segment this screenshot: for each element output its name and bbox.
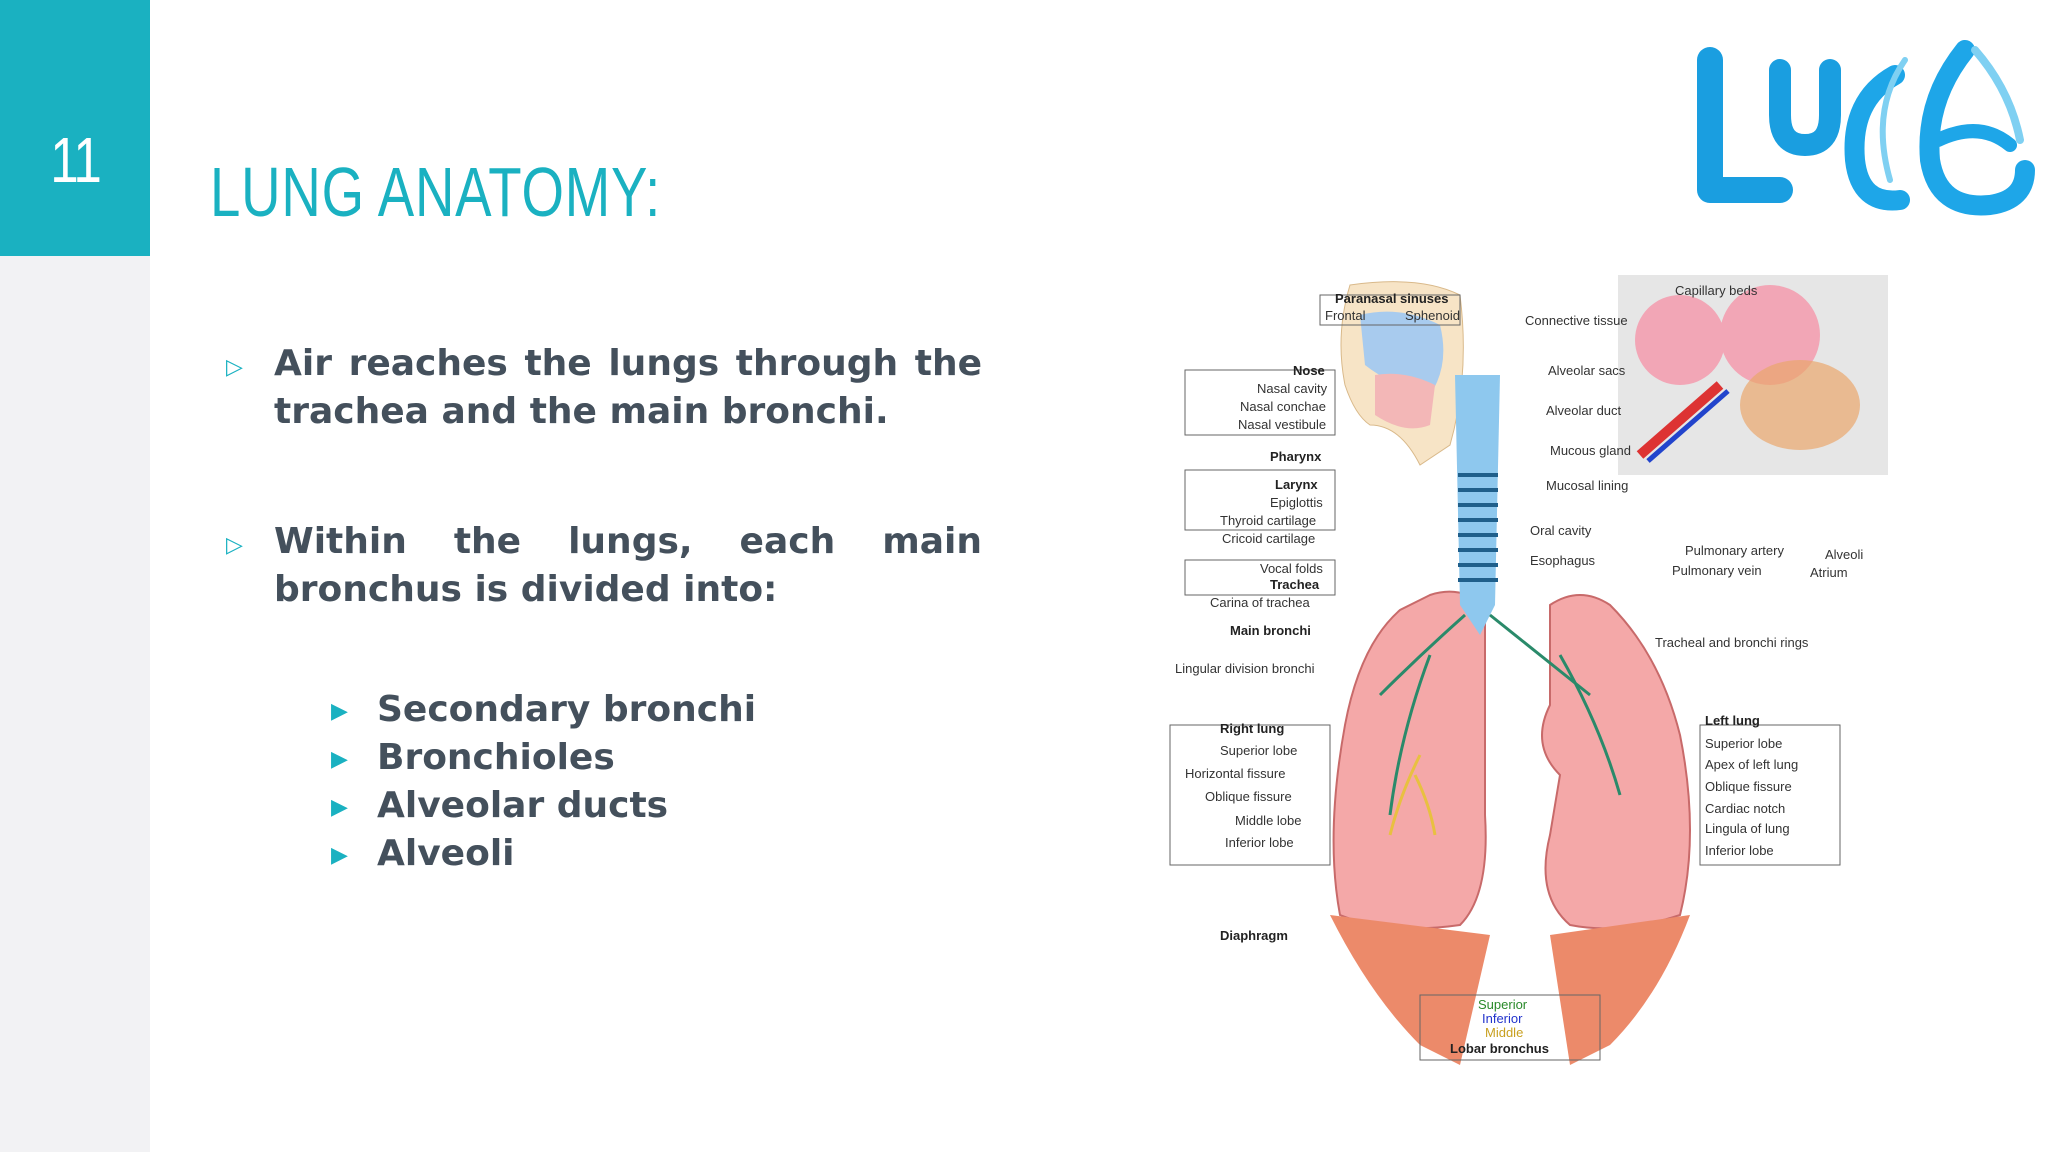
- respiratory-system-diagram: Paranasal sinuses Frontal Sphenoid Nose …: [1169, 275, 1888, 1065]
- alveolar-sac-right: [1720, 285, 1820, 385]
- sub-bullet-item: ▶ Alveoli: [327, 830, 982, 878]
- label-l-superior: Superior lobe: [1705, 736, 1782, 751]
- label-r-superior: Superior lobe: [1220, 743, 1297, 758]
- label-capillary: Capillary beds: [1675, 283, 1758, 298]
- sub-bullet-item: ▶ Alveolar ducts: [327, 782, 982, 830]
- label-nasal-conchae: Nasal conchae: [1240, 399, 1326, 414]
- bullet-text: Air reaches the lungs through the trache…: [274, 343, 982, 432]
- label-nasal-cavity: Nasal cavity: [1257, 381, 1328, 396]
- label-tracheal-rings: Tracheal and bronchi rings: [1655, 635, 1809, 650]
- sub-bullet-text: Alveolar ducts: [377, 785, 669, 826]
- label-lingular: Lingular division bronchi: [1175, 661, 1315, 676]
- label-nasal-vestibule: Nasal vestibule: [1238, 417, 1326, 432]
- label-lingula: Lingula of lung: [1705, 821, 1790, 836]
- sub-bullet-item: ▶ Secondary bronchi: [327, 686, 982, 734]
- label-mucous-gland: Mucous gland: [1550, 443, 1631, 458]
- bullet-item: ▷ Air reaches the lungs through the trac…: [222, 340, 982, 436]
- label-horizontal: Horizontal fissure: [1185, 766, 1285, 781]
- label-frontal: Frontal: [1325, 308, 1366, 323]
- diaphragm-left-shape: [1550, 915, 1690, 1065]
- oral-cavity-shape: [1375, 373, 1435, 429]
- pulmonary-vein-shape: [1646, 389, 1730, 463]
- slide-number-box: 11: [0, 0, 150, 256]
- label-l-inferior: Inferior lobe: [1705, 843, 1774, 858]
- sub-bullet-text: Secondary bronchi: [377, 689, 757, 730]
- label-sphenoid: Sphenoid: [1405, 308, 1460, 323]
- diaphragm-right-shape: [1330, 915, 1490, 1065]
- filled-triangle-icon: ▶: [331, 699, 348, 724]
- label-atrium: Atrium: [1810, 565, 1848, 580]
- label-vocal: Vocal folds: [1260, 561, 1323, 576]
- trachea-rings: [1458, 473, 1498, 582]
- left-lung-shape: [1541, 594, 1691, 930]
- label-r-inferior: Inferior lobe: [1225, 835, 1294, 850]
- label-mucosal-lining: Mucosal lining: [1546, 478, 1628, 493]
- label-left-lung: Left lung: [1705, 713, 1760, 728]
- slide-number: 11: [50, 124, 102, 196]
- filled-triangle-icon: ▶: [331, 843, 348, 868]
- sub-bullet-item: ▶ Bronchioles: [327, 734, 982, 782]
- label-middle: Middle lobe: [1235, 813, 1302, 828]
- label-pulm-artery: Pulmonary artery: [1685, 543, 1784, 558]
- label-right-lung: Right lung: [1220, 721, 1284, 736]
- label-main-bronchi: Main bronchi: [1230, 623, 1311, 638]
- nasal-cavity-shape: [1360, 311, 1444, 395]
- label-lobar-inferior: Inferior: [1482, 1011, 1523, 1026]
- label-alveolar-sacs: Alveolar sacs: [1548, 363, 1626, 378]
- label-cricoid: Cricoid cartilage: [1222, 531, 1315, 546]
- filled-triangle-icon: ▶: [331, 747, 348, 772]
- bronchial-yellow-branches: [1388, 754, 1437, 836]
- label-cardiac-notch: Cardiac notch: [1705, 801, 1785, 816]
- bullet-text: Within the lungs, each main bronchus is …: [274, 521, 982, 610]
- label-alveolar-duct: Alveolar duct: [1546, 403, 1622, 418]
- alveolar-sac-left: [1635, 295, 1725, 385]
- label-epiglottis: Epiglottis: [1270, 495, 1323, 510]
- label-lobar-superior: Superior: [1478, 997, 1528, 1012]
- label-trachea: Trachea: [1270, 577, 1320, 592]
- label-diaphragm: Diaphragm: [1220, 928, 1288, 943]
- label-pharynx: Pharynx: [1270, 449, 1322, 464]
- label-esophagus: Esophagus: [1530, 553, 1596, 568]
- label-lobar-bronchus: Lobar bronchus: [1450, 1041, 1549, 1056]
- label-l-oblique: Oblique fissure: [1705, 779, 1792, 794]
- label-lobar-middle: Middle: [1485, 1025, 1523, 1040]
- bullet-triangle-icon: ▷: [226, 533, 243, 558]
- label-r-oblique: Oblique fissure: [1205, 789, 1292, 804]
- bullet-item: ▷ Within the lungs, each main bronchus i…: [222, 518, 982, 614]
- slide-title: LUNG ANATOMY:: [210, 153, 662, 231]
- capillary-bed: [1740, 360, 1860, 450]
- label-paranasal: Paranasal sinuses: [1335, 291, 1448, 306]
- right-lung-shape: [1332, 590, 1487, 930]
- label-connective: Connective tissue: [1525, 313, 1628, 328]
- pulmonary-artery-shape: [1636, 381, 1724, 459]
- sub-bullet-text: Alveoli: [377, 833, 515, 874]
- filled-triangle-icon: ▶: [331, 795, 348, 820]
- label-nose: Nose: [1293, 363, 1325, 378]
- label-oral-cavity: Oral cavity: [1530, 523, 1592, 538]
- bullet-triangle-icon: ▷: [226, 355, 243, 380]
- label-apex: Apex of left lung: [1705, 757, 1798, 772]
- bullet-list: ▷ Air reaches the lungs through the trac…: [222, 340, 982, 878]
- luce-logo: [1697, 40, 2035, 216]
- label-thyroid: Thyroid cartilage: [1220, 513, 1316, 528]
- label-boxes: [1169, 294, 1841, 1061]
- label-carina: Carina of trachea: [1210, 595, 1310, 610]
- label-larynx: Larynx: [1275, 477, 1318, 492]
- label-pulm-vein: Pulmonary vein: [1672, 563, 1762, 578]
- sub-bullet-list: ▶ Secondary bronchi ▶ Bronchioles ▶ Alve…: [327, 686, 982, 878]
- bronchial-tree: [1378, 613, 1622, 816]
- sub-bullet-text: Bronchioles: [377, 737, 615, 778]
- label-alveoli: Alveoli: [1825, 547, 1863, 562]
